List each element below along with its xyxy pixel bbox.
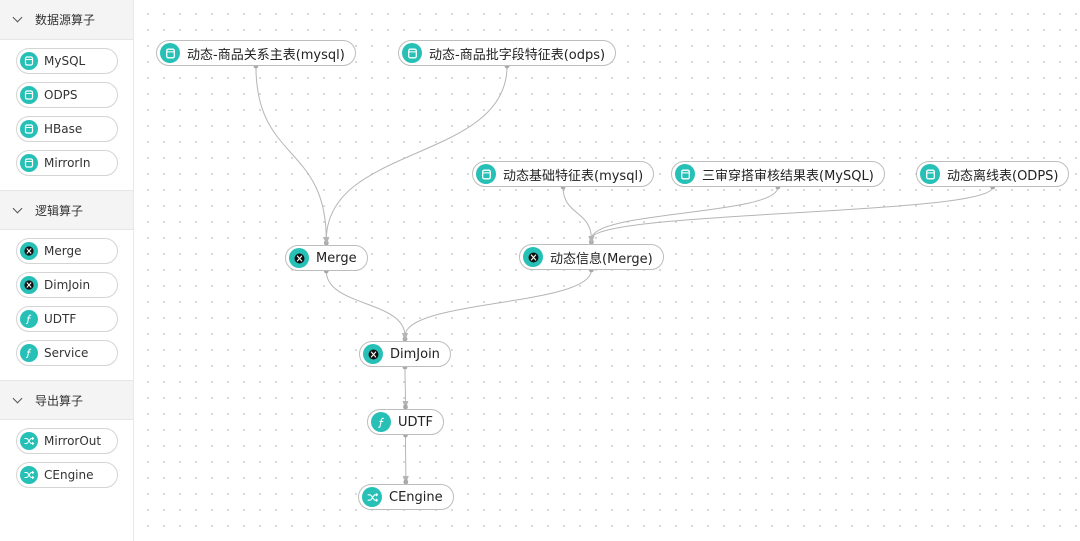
node-dynamic-info-merge[interactable]: 动态信息(Merge) <box>519 244 664 270</box>
chevron-down-icon <box>12 393 23 403</box>
operator-label: Service <box>44 346 89 360</box>
node-product-relation-table[interactable]: 动态-商品关系主表(mysql) <box>156 40 356 66</box>
chevron-down-icon <box>12 12 23 23</box>
node-cengine[interactable]: CEngine <box>358 484 454 510</box>
database-icon <box>20 120 38 138</box>
node-product-feature-table[interactable]: 动态-商品批字段特征表(odps) <box>398 40 617 66</box>
operator-label: MirrorIn <box>44 156 91 170</box>
operator-label: MySQL <box>44 54 86 68</box>
node-merge[interactable]: Merge <box>285 245 368 271</box>
operator-item-service[interactable]: Service <box>16 340 118 366</box>
section-header-datasource[interactable]: 数据源算子 <box>0 0 133 40</box>
database-icon <box>160 43 180 63</box>
node-review-result-table[interactable]: 三审穿搭审核结果表(MySQL) <box>671 161 885 187</box>
merge-icon <box>523 247 543 267</box>
section-header-export[interactable]: 导出算子 <box>0 380 133 420</box>
operator-label: CEngine <box>44 468 94 482</box>
operator-sidebar: 数据源算子 MySQL ODPS HBase MirrorIn 逻辑算子 Mer… <box>0 0 134 541</box>
operator-item-cengine[interactable]: CEngine <box>16 462 118 488</box>
operator-label: MirrorOut <box>44 434 102 448</box>
operator-item-merge[interactable]: Merge <box>16 238 118 264</box>
section-title: 逻辑算子 <box>35 203 84 218</box>
shuffle-icon <box>20 432 38 450</box>
merge-icon <box>289 248 309 268</box>
database-icon <box>920 164 940 184</box>
database-icon <box>20 154 38 172</box>
section-body-datasource: MySQL ODPS HBase MirrorIn <box>0 40 133 190</box>
operator-label: UDTF <box>44 312 77 326</box>
chevron-down-icon <box>12 203 23 213</box>
section-body-logic: Merge DimJoin UDTF Service <box>0 230 133 380</box>
function-icon <box>20 344 38 362</box>
operator-item-dimjoin[interactable]: DimJoin <box>16 272 118 298</box>
node-label: 动态基础特征表(mysql) <box>503 168 644 184</box>
shuffle-icon <box>362 487 382 507</box>
node-label: 三审穿搭审核结果表(MySQL) <box>702 168 874 184</box>
operator-item-mirrorout[interactable]: MirrorOut <box>16 428 118 454</box>
node-label: Merge <box>316 250 357 266</box>
node-label: CEngine <box>389 489 443 505</box>
function-icon <box>371 412 391 432</box>
database-icon <box>476 164 496 184</box>
node-label: UDTF <box>398 414 433 430</box>
node-label: 动态离线表(ODPS) <box>947 168 1059 184</box>
merge-icon <box>20 242 38 260</box>
operator-label: DimJoin <box>44 278 91 292</box>
merge-icon <box>363 344 383 364</box>
database-icon <box>20 86 38 104</box>
section-title: 导出算子 <box>35 393 84 408</box>
database-icon <box>20 52 38 70</box>
node-offline-table[interactable]: 动态离线表(ODPS) <box>916 161 1070 187</box>
node-dimjoin[interactable]: DimJoin <box>359 341 451 367</box>
shuffle-icon <box>20 466 38 484</box>
operator-item-mirrorin[interactable]: MirrorIn <box>16 150 118 176</box>
section-body-export: MirrorOut CEngine <box>0 420 133 502</box>
operator-item-odps[interactable]: ODPS <box>16 82 118 108</box>
section-header-logic[interactable]: 逻辑算子 <box>0 190 133 230</box>
node-label: 动态信息(Merge) <box>550 251 653 267</box>
node-label: 动态-商品关系主表(mysql) <box>187 47 345 63</box>
flow-canvas[interactable] <box>134 0 1080 541</box>
operator-item-udtf[interactable]: UDTF <box>16 306 118 332</box>
database-icon <box>402 43 422 63</box>
operator-label: Merge <box>44 244 82 258</box>
database-icon <box>675 164 695 184</box>
function-icon <box>20 310 38 328</box>
section-title: 数据源算子 <box>35 13 96 27</box>
merge-icon <box>20 276 38 294</box>
node-label: 动态-商品批字段特征表(odps) <box>429 47 606 63</box>
node-udtf[interactable]: UDTF <box>367 409 444 435</box>
operator-item-mysql[interactable]: MySQL <box>16 48 118 74</box>
node-label: DimJoin <box>390 346 440 362</box>
node-basic-feature-table[interactable]: 动态基础特征表(mysql) <box>472 161 655 187</box>
operator-label: HBase <box>44 122 83 136</box>
operator-label: ODPS <box>44 88 78 102</box>
operator-item-hbase[interactable]: HBase <box>16 116 118 142</box>
